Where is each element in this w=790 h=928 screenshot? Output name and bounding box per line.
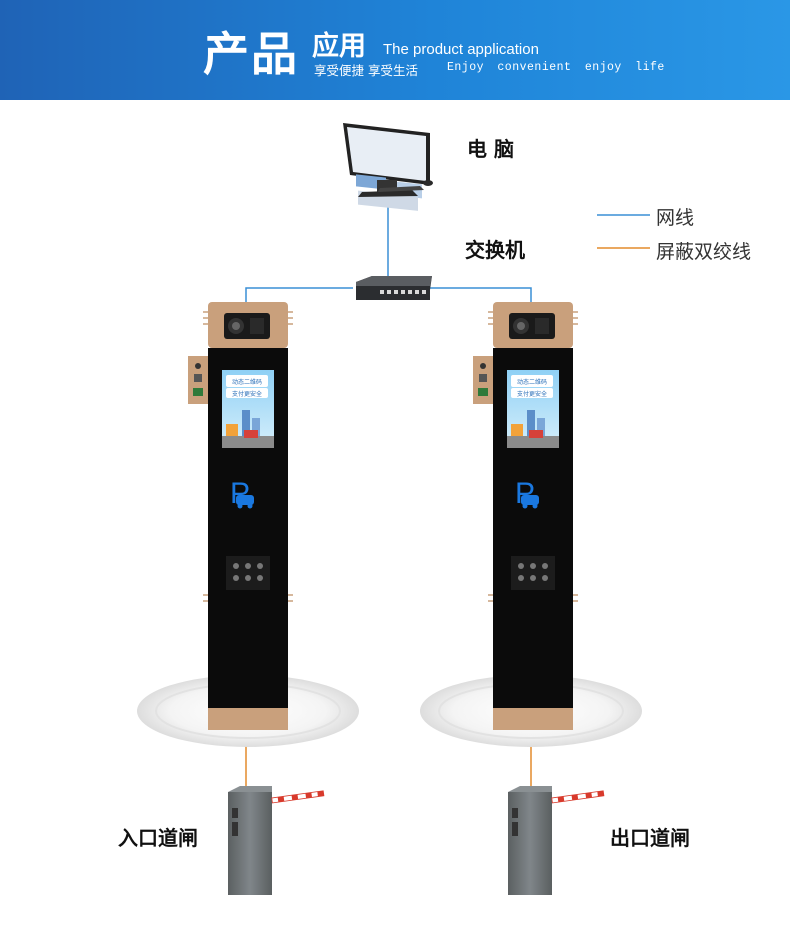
switch-icon [356,276,432,300]
screen-text-2-entry: 支付更安全 [232,390,262,398]
car-icon [521,495,539,505]
tagline-chinese: 享受便捷 享受生活 [314,63,418,78]
label-entry-gate: 入口道闸 [118,826,198,850]
parking-sign-exit: P [515,477,535,510]
label-switch: 交换机 [465,238,525,262]
cable-switch-exit [430,287,532,303]
header-banner: 产品 应用 The product application 享受便捷 享受生活 … [0,0,790,100]
cable-switch-entry [245,287,353,303]
parking-sign-entry: P [230,477,250,510]
barrier-gate-exit [508,786,605,895]
title-main: 产品 [203,27,299,81]
title-sub: 应用 [312,31,366,62]
screen-text-2-exit: 支付更安全 [517,390,547,398]
label-computer: 电 脑 [467,137,514,161]
legend-network-label: 网线 [656,207,695,229]
network-cables [245,195,532,303]
label-exit-gate: 出口道闸 [610,826,690,850]
tagline-english: Enjoy convenient enjoy life [447,61,665,74]
computer-icon [343,123,433,211]
title-english: The product application [383,41,539,58]
legend-shielded-label: 屏蔽双绞线 [656,241,752,263]
barrier-gate-entry [228,786,325,895]
screen-text-1-exit: 动态二维码 [517,378,547,386]
kiosk-exit [473,302,578,730]
kiosk-entry [188,302,293,730]
car-icon [236,495,254,505]
legend [597,214,650,249]
screen-text-1-entry: 动态二维码 [232,378,262,386]
